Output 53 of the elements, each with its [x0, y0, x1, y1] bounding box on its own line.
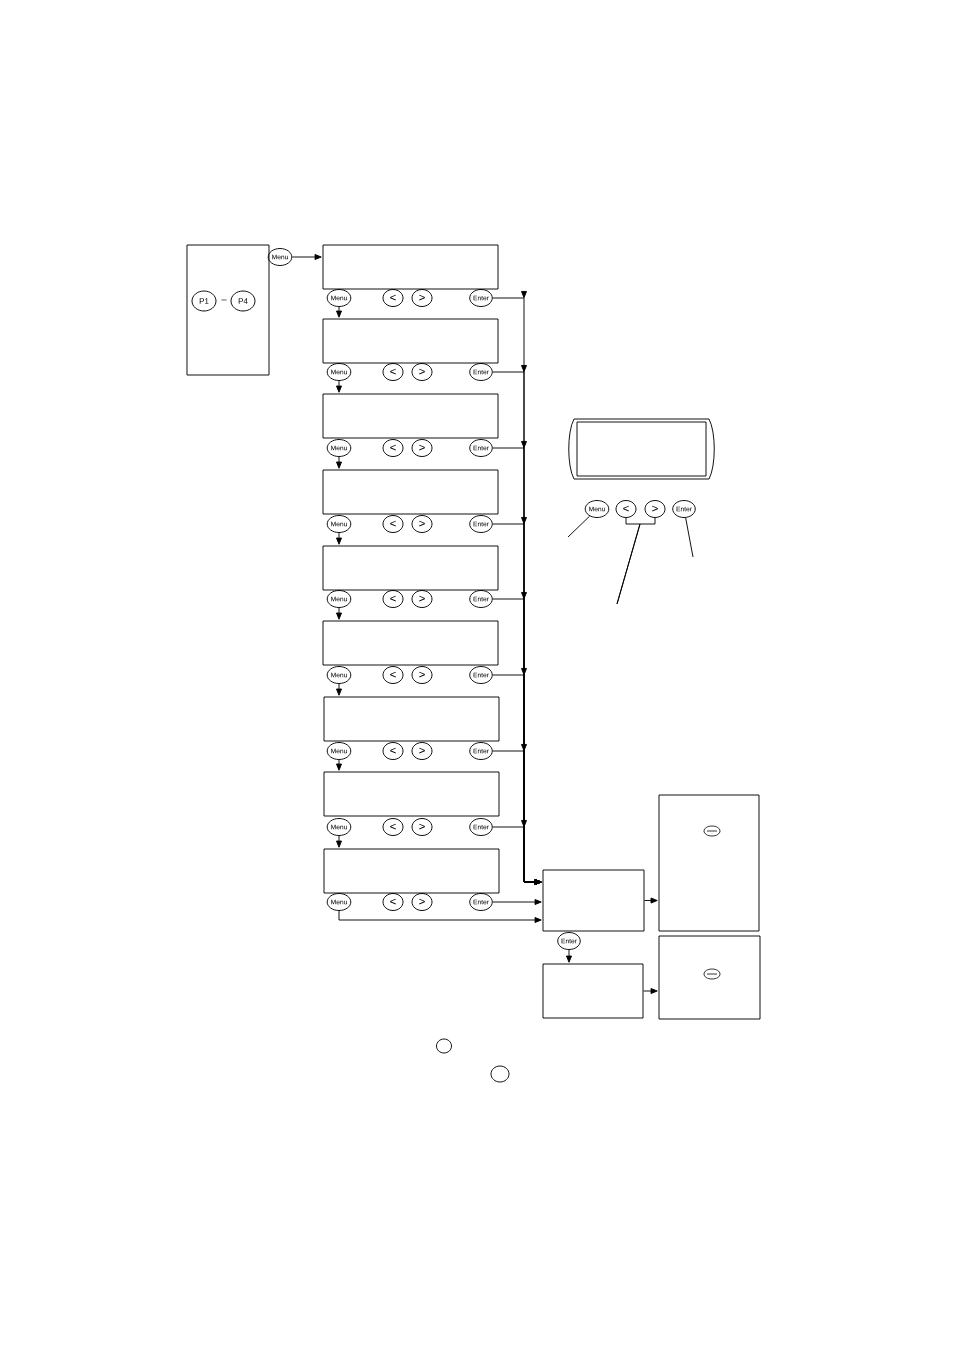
arrow	[336, 759, 342, 771]
box	[542, 869, 645, 932]
right-arrow-button: >	[411, 893, 433, 911]
right-arrow-button: >	[644, 500, 666, 518]
left-arrow-button: <	[615, 500, 637, 518]
box	[542, 963, 644, 1019]
oval-button: P1	[191, 290, 217, 312]
screen-box	[322, 620, 499, 666]
arrow	[338, 910, 542, 923]
screen-box	[323, 696, 500, 742]
oval-button: P4	[230, 290, 256, 312]
right-arrow-button: >	[411, 590, 433, 608]
arrow	[336, 607, 342, 620]
right-arrow-button: >	[411, 742, 433, 760]
screen-box	[322, 393, 499, 439]
right-arrow-button: >	[411, 289, 433, 307]
left-arrow-button: <	[382, 818, 404, 836]
arrow	[643, 988, 658, 994]
screen-box	[322, 318, 499, 364]
right-arrow-button: >	[411, 666, 433, 684]
box	[658, 935, 761, 1020]
left-arrow-button: <	[382, 590, 404, 608]
left-arrow-button: <	[382, 742, 404, 760]
arrow	[492, 820, 542, 885]
left-arrow-button: <	[382, 363, 404, 381]
leader-line	[685, 517, 694, 558]
arrow	[336, 380, 342, 393]
screen-box	[323, 771, 500, 817]
arrow	[336, 306, 342, 318]
arrow	[336, 532, 342, 545]
leader-line	[616, 517, 656, 605]
arrow	[566, 949, 572, 963]
right-arrow-button: >	[411, 439, 433, 457]
left-arrow-button: <	[382, 439, 404, 457]
screen-box	[323, 848, 500, 894]
arrow	[336, 456, 342, 469]
screen-box	[322, 244, 499, 290]
box	[658, 794, 760, 932]
arrow	[336, 835, 342, 848]
right-arrow-button: >	[411, 818, 433, 836]
leader-line	[567, 515, 591, 538]
right-arrow-button: >	[411, 515, 433, 533]
screen-box	[322, 469, 499, 515]
arrow	[644, 897, 658, 904]
arrow	[336, 683, 342, 696]
left-arrow-button: <	[382, 289, 404, 307]
left-arrow-button: <	[382, 893, 404, 911]
arrow	[291, 254, 322, 260]
arrow	[492, 899, 542, 905]
right-arrow-button: >	[411, 363, 433, 381]
left-arrow-button: <	[382, 515, 404, 533]
left-arrow-button: <	[382, 666, 404, 684]
screen-box	[322, 545, 499, 591]
